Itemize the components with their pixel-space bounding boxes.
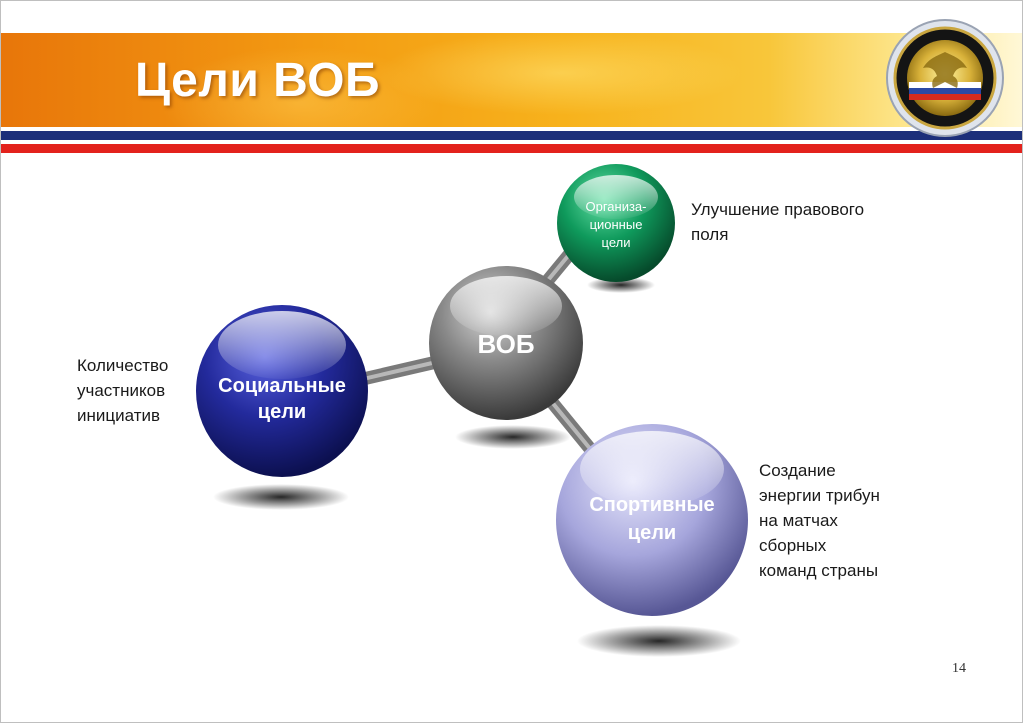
shadow-social [213,484,349,510]
node-center-label: ВОБ [477,329,534,359]
node-sport-label-1: Спортивные [589,494,714,516]
label-org-line-1: Улучшение правового [691,200,865,219]
slide-title: Цели ВОБ [135,54,380,107]
page-number: 14 [952,661,966,676]
label-org-line-2: поля [691,225,729,244]
stripe-white-2 [1,140,1022,144]
label-sports-goal: Создание энергии трибун на матчах сборны… [759,458,919,583]
label-social-line-1: Количество [77,356,169,375]
node-social-label-2: цели [258,401,306,423]
node-sports: Спортивные цели [556,424,748,616]
stripe-white [1,127,1022,131]
node-org-label-3: цели [602,235,631,250]
node-social-label-1: Социальные [218,375,346,397]
node-org-label-2: ционные [590,217,643,232]
node-center: ВОБ [429,266,583,420]
shadow-center [455,425,571,449]
stripe-blue [1,131,1022,140]
stripe-red [1,144,1022,153]
node-sport-label-2: цели [628,522,676,544]
label-organizational-goal: Улучшение правового поля [691,197,911,247]
shadow-sport [577,625,741,657]
label-social-line-3: инициатив [77,406,161,425]
shadow-org [587,277,655,293]
node-organizational: Организа- ционные цели [557,164,675,282]
label-sport-line-5: команд страны [759,561,879,580]
label-social-goal: Количество участников инициатив [77,353,207,428]
label-sport-line-3: на матчах [759,511,838,530]
label-sport-line-2: энергии трибун [759,486,880,505]
title-banner [1,33,1022,127]
node-org-label-1: Организа- [586,199,647,214]
emblem-logo [886,19,1004,137]
label-sport-line-4: сборных [759,536,827,555]
label-sport-line-1: Создание [759,461,836,480]
label-social-line-2: участников [77,381,166,400]
node-social: Социальные цели [196,305,368,477]
